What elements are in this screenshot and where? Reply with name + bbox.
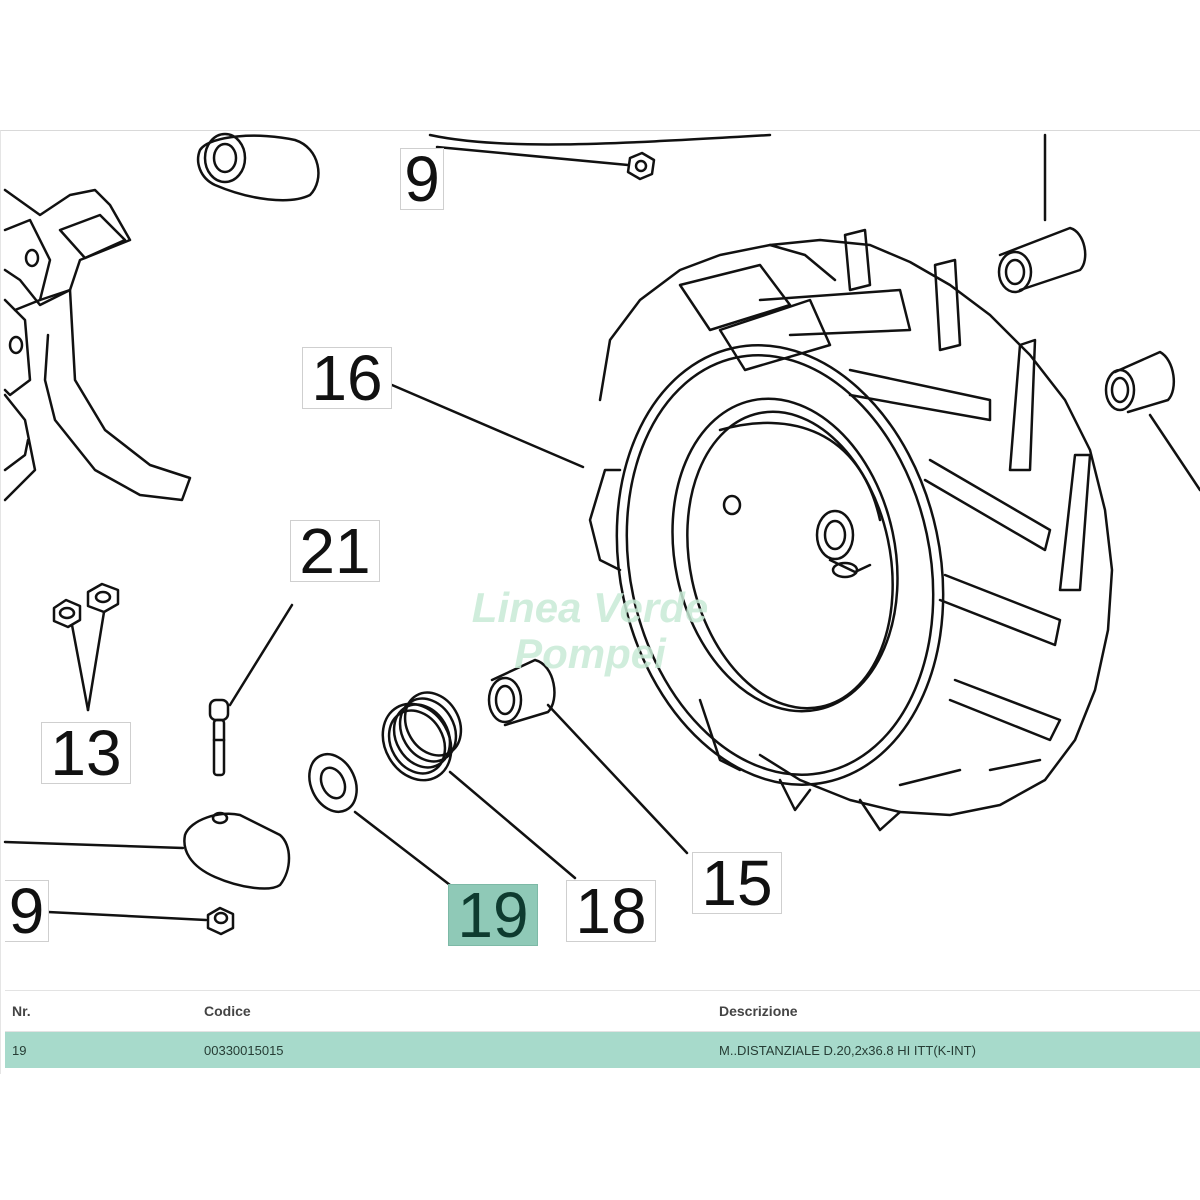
leader-9-top [435,145,630,167]
header-nr: Nr. [5,990,197,1032]
callout-16[interactable]: 16 [302,346,392,410]
cell-codice: 00330015015 [197,1031,712,1068]
nut-9-top [626,151,656,181]
callout-19-selected[interactable]: 19 [448,883,538,947]
hub-part [196,132,320,202]
callout-13[interactable]: 13 [41,721,131,785]
leader-21 [228,603,294,707]
flange-bushing-right [1104,350,1176,414]
leader-cap [3,840,185,850]
leader-19 [353,810,452,887]
table-header-row: Nr. Codice Descrizione [5,990,1200,1032]
washer-19 [308,753,358,813]
spacer-15 [487,658,556,727]
diagram-frame [0,130,1200,1074]
leader-13-a [70,623,90,712]
callout-15[interactable]: 15 [692,851,782,915]
callout-9-top[interactable]: 9 [400,147,444,211]
header-descrizione: Descrizione [712,990,1200,1032]
wheel-assembly [588,228,1114,832]
cell-descrizione: M..DISTANZIALE D.20,2x36.8 HI ITT(K-INT) [712,1031,1200,1068]
cell-nr: 19 [5,1031,197,1068]
exploded-parts-diagram [3,132,1200,936]
leader-18 [448,770,577,880]
nut-9-bottom [206,906,235,936]
leader-right [1148,413,1200,492]
leader-9-bottom [46,910,208,922]
leader-16 [390,383,585,469]
bolt-21 [208,698,230,777]
leader-13-b [86,610,106,712]
nuts-13 [52,582,120,629]
leader-15 [546,703,689,855]
bushing-top-right [997,226,1087,294]
parts-table: Nr. Codice Descrizione 19 00330015015 M.… [5,990,1200,1068]
table-row[interactable]: 19 00330015015 M..DISTANZIALE D.20,2x36.… [5,1031,1200,1068]
top-arc [428,133,772,146]
callout-21[interactable]: 21 [290,519,380,583]
spring-18 [381,691,463,782]
callout-18[interactable]: 18 [566,879,656,943]
cap-part [183,811,291,890]
header-codice: Codice [197,990,712,1032]
tiller-blades [3,188,192,502]
callout-9-bottom[interactable]: 9 [5,879,49,943]
